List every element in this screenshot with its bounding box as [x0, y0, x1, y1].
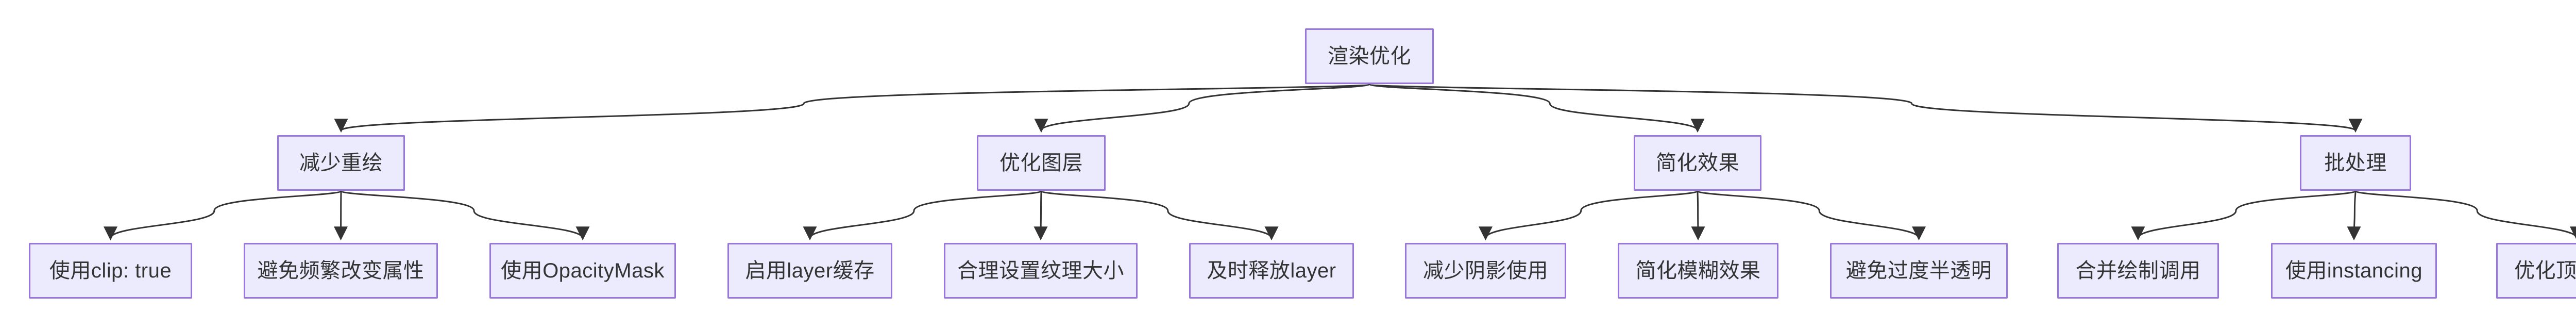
node-simple_blur[interactable]: 简化模糊效果	[1618, 243, 1778, 299]
node-label: 减少阴影使用	[1423, 259, 1548, 282]
edge-root-to-batching	[1368, 83, 2362, 133]
node-label: 减少重绘	[299, 152, 383, 174]
node-batching[interactable]: 批处理	[2300, 135, 2411, 191]
node-label: 优化顶点数据	[2514, 259, 2576, 282]
node-layer_cache[interactable]: 启用layer缓存	[727, 243, 892, 299]
edge-simplify_fx-to-less_shadow	[1479, 190, 1699, 241]
node-root[interactable]: 渲染优化	[1305, 28, 1434, 84]
node-avoid_prop[interactable]: 避免频繁改变属性	[244, 243, 438, 299]
edge-reduce_repaint-to-avoid_prop	[334, 190, 348, 241]
node-release_layer[interactable]: 及时释放layer	[1189, 243, 1354, 299]
node-label: 简化模糊效果	[1635, 259, 1761, 282]
node-use_clip[interactable]: 使用clip: true	[29, 243, 192, 299]
node-reduce_repaint[interactable]: 减少重绘	[277, 135, 405, 191]
edge-root-to-optimize_layer	[1034, 83, 1370, 133]
edge-batching-to-vertex_data	[2354, 190, 2576, 241]
edge-reduce_repaint-to-use_clip	[104, 190, 342, 241]
edge-batching-to-merge_draw	[2131, 190, 2357, 241]
node-label: 渲染优化	[1328, 45, 1411, 68]
node-optimize_layer[interactable]: 优化图层	[977, 135, 1106, 191]
edge-reduce_repaint-to-opacity_mask	[340, 190, 590, 241]
node-label: 避免过度半透明	[1845, 259, 1992, 282]
node-label: 优化图层	[999, 152, 1083, 174]
node-label: 合并绘制调用	[2075, 259, 2201, 282]
edge-optimize_layer-to-release_layer	[1040, 190, 1279, 241]
node-less_shadow[interactable]: 减少阴影使用	[1405, 243, 1566, 299]
edge-optimize_layer-to-layer_cache	[803, 190, 1042, 241]
node-label: 合理设置纹理大小	[957, 259, 1124, 282]
node-use_instancing[interactable]: 使用instancing	[2271, 243, 2437, 299]
node-opacity_mask[interactable]: 使用OpacityMask	[489, 243, 676, 299]
node-label: 启用layer缓存	[745, 259, 875, 282]
node-label: 使用clip: true	[49, 259, 172, 282]
edge-batching-to-use_instancing	[2347, 190, 2361, 241]
node-simplify_fx[interactable]: 简化效果	[1634, 135, 1761, 191]
node-label: 使用OpacityMask	[501, 259, 665, 282]
node-texture_size[interactable]: 合理设置纹理大小	[944, 243, 1138, 299]
node-merge_draw[interactable]: 合并绘制调用	[2057, 243, 2219, 299]
node-avoid_alpha[interactable]: 避免过度半透明	[1830, 243, 2008, 299]
node-label: 避免频繁改变属性	[257, 259, 425, 282]
edge-root-to-simplify_fx	[1368, 83, 1705, 133]
edge-simplify_fx-to-avoid_alpha	[1697, 190, 1926, 241]
node-vertex_data[interactable]: 优化顶点数据	[2496, 243, 2576, 299]
edge-root-to-reduce_repaint	[334, 83, 1370, 133]
node-label: 使用instancing	[2285, 259, 2423, 282]
node-label: 及时释放layer	[1207, 259, 1336, 282]
node-label: 批处理	[2324, 152, 2387, 174]
node-label: 简化效果	[1656, 152, 1739, 174]
